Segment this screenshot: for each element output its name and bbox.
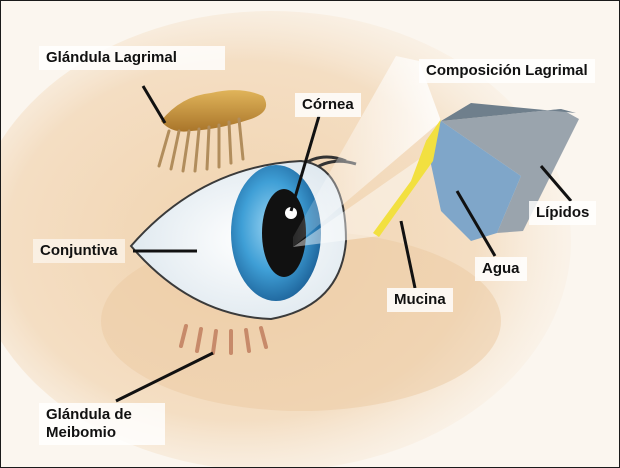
label-glandula-meibomio: Glándula de Meibomio (39, 403, 165, 445)
label-cornea: Córnea (295, 93, 361, 117)
label-conjuntiva: Conjuntiva (33, 239, 125, 263)
label-mucina: Mucina (387, 288, 453, 312)
label-composicion-lagrimal: Composición Lagrimal (419, 59, 595, 83)
label-lipidos: Lípidos (529, 201, 596, 225)
label-agua: Agua (475, 257, 527, 281)
label-glandula-lagrimal: Glándula Lagrimal (39, 46, 225, 70)
